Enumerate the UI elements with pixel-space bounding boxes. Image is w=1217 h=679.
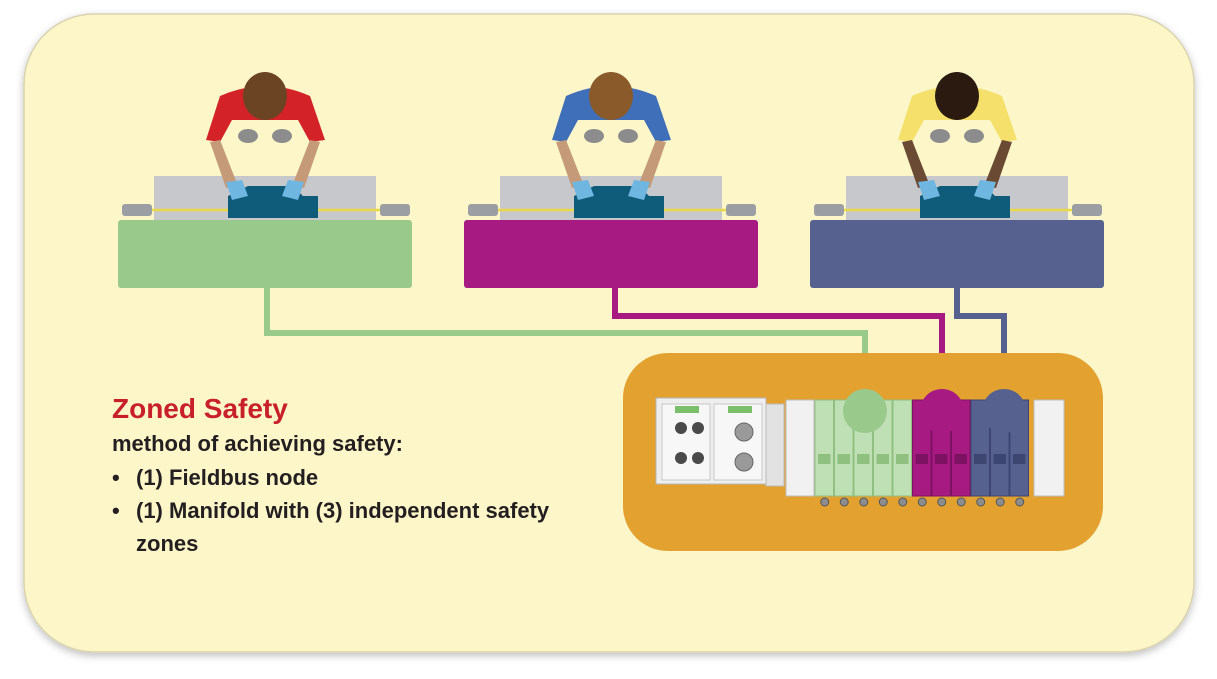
valve-slice-band — [993, 454, 1006, 464]
valve-slice-band — [915, 454, 928, 464]
valve-fitting-icon — [995, 497, 1005, 507]
worker-shoe-right — [272, 129, 292, 143]
caption: Zoned Safety method of achieving safety:… — [112, 393, 572, 560]
worker-head — [589, 72, 633, 120]
valve-fitting-icon — [820, 497, 830, 507]
fieldbus-node — [655, 397, 785, 487]
rail-end-left — [468, 204, 498, 216]
bullet-icon: • — [112, 498, 120, 523]
glove-left-icon — [918, 180, 940, 200]
valve-slice-band — [1013, 454, 1026, 464]
valve-fitting-icon — [839, 497, 849, 507]
manifold-end-plate-right — [1033, 399, 1065, 497]
worker-right-arm — [984, 140, 1012, 188]
valve-slice — [814, 399, 834, 497]
workstation-table — [118, 220, 412, 288]
rail-end-left — [814, 204, 844, 216]
workstation-2 — [464, 72, 758, 288]
valve-slice-band — [954, 454, 967, 464]
bullet-icon: • — [112, 465, 120, 490]
glove-right-icon — [974, 180, 996, 200]
workstations — [118, 72, 1104, 288]
bullet-item: • (1) Manifold with (3) independent safet… — [112, 494, 572, 560]
bullet-text: (1) Fieldbus node — [136, 465, 319, 490]
rail-end-right — [726, 204, 756, 216]
valve-slice-band — [857, 454, 870, 464]
rail-end-right — [1072, 204, 1102, 216]
blue-zone-connector — [982, 389, 1026, 433]
valve-fitting-icon — [898, 497, 908, 507]
caption-bullets: • (1) Fieldbus node • (1) Manifold with (3… — [112, 461, 572, 560]
valve-fitting-icon — [1015, 497, 1025, 507]
valve-slices — [814, 399, 1029, 507]
glove-left-icon — [226, 180, 248, 200]
worker-left-arm — [556, 140, 584, 188]
worker-shoe-left — [238, 129, 258, 143]
worker-head — [243, 72, 287, 120]
manifold-end-plate-left — [785, 399, 815, 497]
workstation-3 — [810, 72, 1104, 288]
manifold-panel — [623, 353, 1103, 551]
glove-left-icon — [572, 180, 594, 200]
worker-right-arm — [638, 140, 666, 188]
valve-fitting-icon — [878, 497, 888, 507]
valve-slice — [892, 399, 912, 497]
valve-slice-band — [837, 454, 850, 464]
valve-slice-band — [935, 454, 948, 464]
glove-right-icon — [628, 180, 650, 200]
caption-subtitle: method of achieving safety: — [112, 431, 403, 456]
valve-slice-band — [896, 454, 909, 464]
valve-fitting-icon — [956, 497, 966, 507]
worker-shoe-right — [618, 129, 638, 143]
caption-title: Zoned Safety — [112, 393, 288, 424]
valve-fitting-icon — [937, 497, 947, 507]
workstation-table — [464, 220, 758, 288]
valve-slice — [970, 399, 990, 497]
worker-shoe-left — [584, 129, 604, 143]
worker-shoe-left — [930, 129, 950, 143]
valve-slice-band — [974, 454, 987, 464]
valve-slice-band — [876, 454, 889, 464]
rail-end-right — [380, 204, 410, 216]
worker-shoe-right — [964, 129, 984, 143]
rail-end-left — [122, 204, 152, 216]
valve-fitting-icon — [859, 497, 869, 507]
worker-head — [935, 72, 979, 120]
magenta-zone-connector — [920, 389, 964, 433]
valve-slice-band — [818, 454, 831, 464]
bullet-item: • (1) Fieldbus node — [112, 461, 572, 494]
bullet-text: (1) Manifold with (3) independent safety… — [136, 498, 550, 556]
worker-left-arm — [902, 140, 930, 188]
workstation-1 — [118, 72, 412, 288]
workstation-table — [810, 220, 1104, 288]
valve-fitting-icon — [976, 497, 986, 507]
worker-left-arm — [210, 140, 238, 188]
green-zone-connector — [843, 389, 887, 433]
valve-fitting-icon — [917, 497, 927, 507]
glove-right-icon — [282, 180, 304, 200]
worker-right-arm — [292, 140, 320, 188]
